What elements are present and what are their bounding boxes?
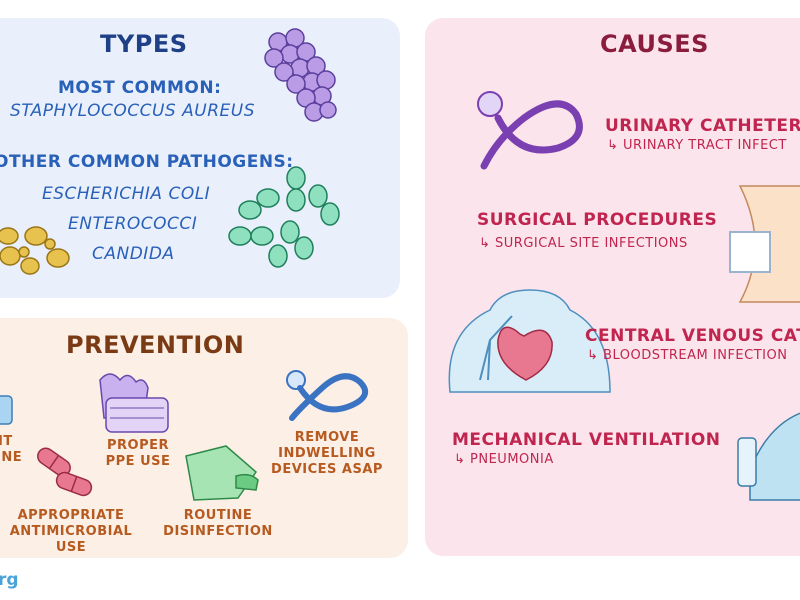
- prevention-antimicrobial-label: APPROPRIATE ANTIMICROBIAL USE: [9, 508, 133, 555]
- pathogen-enterococci: ENTEROCOCCI: [68, 214, 198, 234]
- pathogen-escherichia-coli: ESCHERICHIA COLI: [42, 184, 211, 204]
- cause-central-venous-catheters-result: ↳ BLOODSTREAM INFECTION: [587, 348, 788, 363]
- cause-urinary-catheters-result: ↳ URINARY TRACT INFECT: [607, 138, 787, 153]
- cause-mechanical-ventilation-result: ↳ PNEUMONIA: [454, 452, 554, 467]
- most-common-pathogen: STAPHYLOCOCCUS AUREUS: [10, 101, 255, 121]
- prevention-panel: [0, 318, 408, 558]
- pathogen-candida: CANDIDA: [92, 244, 175, 264]
- cause-central-venous-catheters: CENTRAL VENOUS CAT: [585, 326, 800, 346]
- prevention-remove-devices-label: REMOVE INDWELLING DEVICES ASAP: [271, 430, 383, 477]
- prevention-hand-hygiene-label: NT ENE: [0, 434, 23, 465]
- prevention-disinfection-label: ROUTINE DISINFECTION: [163, 508, 273, 539]
- prevention-title: PREVENTION: [66, 331, 245, 359]
- cause-surgical-procedures-result: ↳ SURGICAL SITE INFECTIONS: [479, 236, 688, 251]
- most-common-heading: MOST COMMON:: [58, 78, 222, 98]
- site-logo: rg: [0, 570, 19, 590]
- causes-title: CAUSES: [600, 30, 709, 58]
- other-pathogens-heading: OTHER COMMON PATHOGENS:: [0, 152, 294, 172]
- causes-panel: [425, 18, 800, 556]
- cause-urinary-catheters: URINARY CATHETERS: [605, 116, 800, 136]
- cause-mechanical-ventilation: MECHANICAL VENTILATION: [452, 430, 721, 450]
- types-title: TYPES: [100, 30, 188, 58]
- cause-surgical-procedures: SURGICAL PROCEDURES: [477, 210, 718, 230]
- prevention-ppe-label: PROPER PPE USE: [105, 438, 171, 469]
